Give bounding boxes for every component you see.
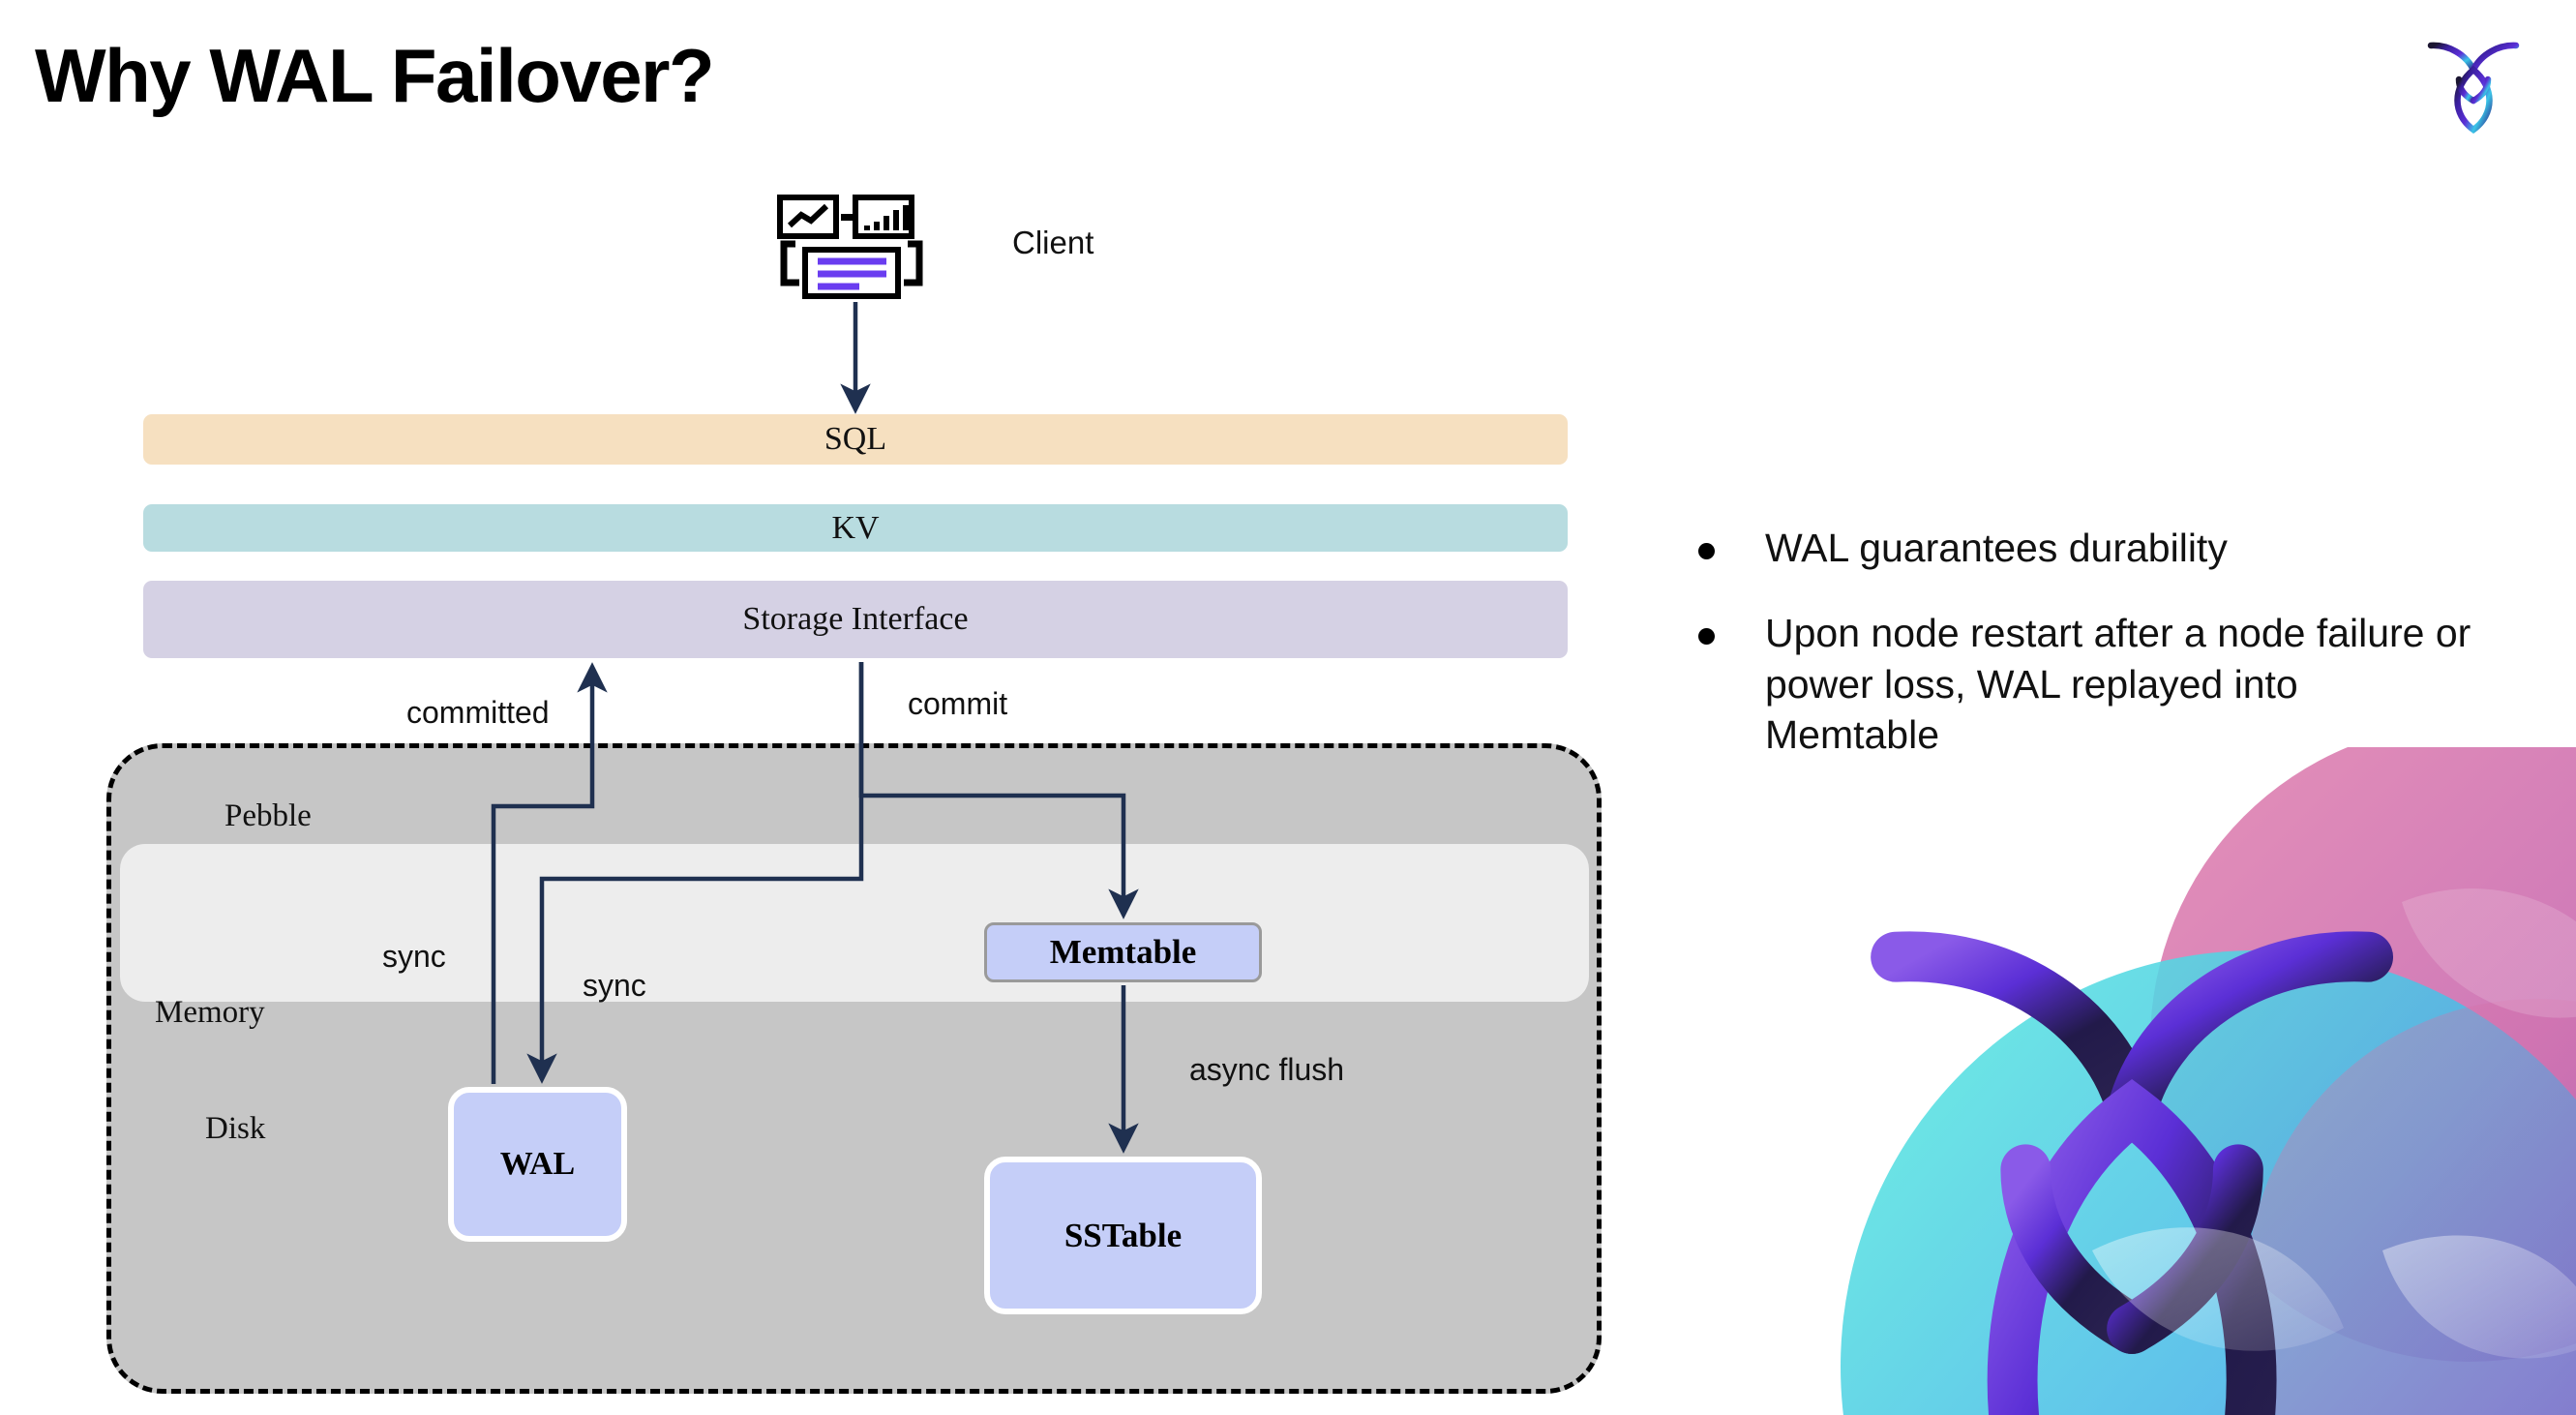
node-label-sstable: SSTable	[1063, 1216, 1183, 1254]
pebble-container	[106, 743, 1602, 1394]
edge-label-committed: committed	[406, 695, 550, 730]
layer-bar-sql: SQL	[143, 414, 1568, 465]
layer-bar-storage-interface: Storage Interface	[143, 581, 1568, 658]
edge-label-async-flush: async flush	[1189, 1052, 1345, 1087]
disk-label: Disk	[205, 1111, 266, 1146]
node-label-memtable: Memtable	[1049, 933, 1197, 971]
decorative-watermark	[1841, 747, 2576, 1415]
bullet-dot-icon	[1698, 628, 1715, 646]
memory-label: Memory	[155, 995, 265, 1030]
edge-label-sync-right: sync	[583, 968, 646, 1003]
layer-label-storage-interface: Storage Interface	[742, 601, 969, 637]
edge-label-commit: commit	[908, 686, 1008, 721]
node-label-wal: WAL	[499, 1146, 576, 1182]
edge-label-sync-left: sync	[382, 939, 446, 974]
cockroachdb-logo	[2427, 42, 2520, 135]
page-title: Why WAL Failover?	[35, 33, 715, 118]
bullet-text: WAL guarantees durability	[1765, 526, 2228, 570]
bullet-dot-icon	[1698, 543, 1715, 559]
node-sstable: SSTable	[984, 1157, 1262, 1314]
node-wal: WAL	[448, 1087, 627, 1242]
layer-label-sql: SQL	[824, 421, 887, 457]
client-monitor-icon	[777, 195, 923, 299]
layer-label-kv: KV	[831, 509, 880, 546]
client-label: Client	[1012, 225, 1094, 260]
list-item: Upon node restart after a node failure o…	[1698, 608, 2472, 760]
node-memtable: Memtable	[984, 922, 1262, 982]
memory-region	[120, 844, 1589, 1002]
pebble-label: Pebble	[225, 798, 312, 833]
layer-bar-kv: KV	[143, 504, 1568, 552]
list-item: WAL guarantees durability	[1698, 523, 2472, 573]
bullet-list: WAL guarantees durability Upon node rest…	[1698, 523, 2472, 796]
bullet-text: Upon node restart after a node failure o…	[1765, 611, 2471, 758]
